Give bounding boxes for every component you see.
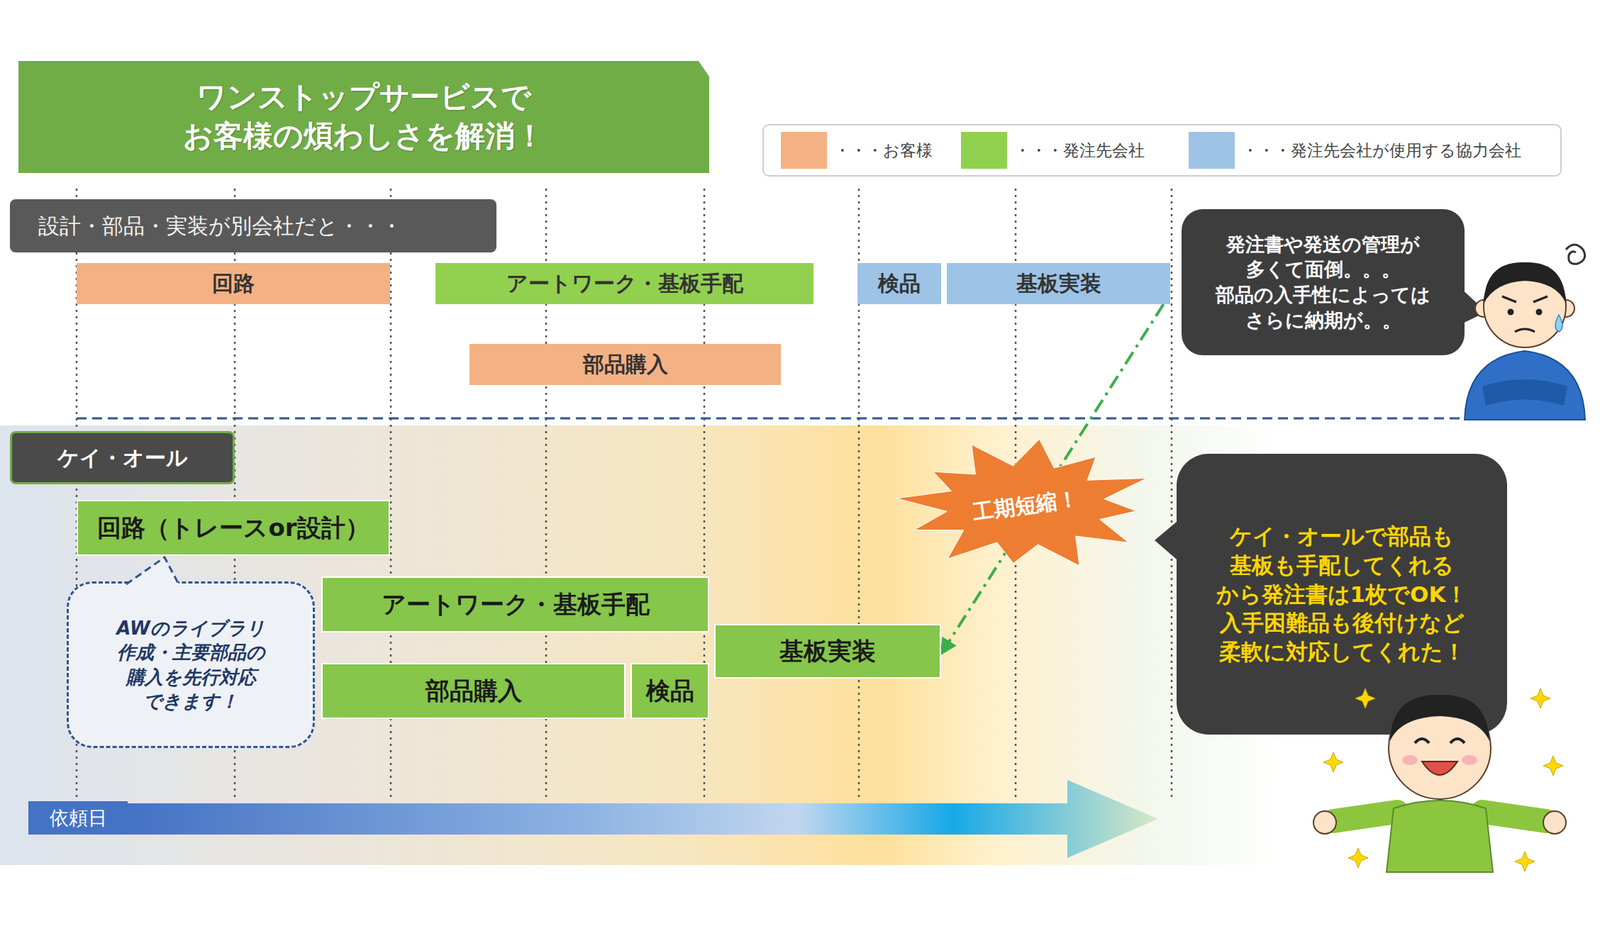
worried-person [1536, 309, 1543, 316]
node-text: アートワーク・基板手配 [381, 588, 650, 621]
speech-bubble: ケイ・オールで部品も 基板も手配してくれる から発注書は1枚でOK！ 入手困難品… [1176, 453, 1508, 735]
worried-person [1483, 265, 1566, 348]
process-bar: アートワーク・基板手配 [435, 263, 814, 305]
process-bar: 検品 [857, 263, 942, 305]
node-text: 設計・部品・実装が別会社だと・・・ [38, 212, 403, 241]
node-text: 基板実装 [779, 635, 876, 668]
timeline-arrow [127, 780, 1159, 859]
worried-person [1557, 300, 1575, 318]
sparkle-star [1348, 848, 1369, 869]
sparkle-star [1543, 756, 1564, 776]
worried-person [1482, 379, 1568, 406]
starburst-badge: 工期短縮！ [892, 439, 1159, 572]
callout-tail [126, 557, 179, 585]
legend-item: ・・・お客様 [780, 131, 933, 169]
sparkle-star [1323, 688, 1564, 872]
happy-person [1402, 755, 1418, 766]
process-bar: 部品購入 [321, 663, 626, 720]
section-header: 設計・部品・実装が別会社だと・・・ [9, 199, 497, 253]
node-text: 基板実装 [1016, 269, 1102, 298]
worried-person [1464, 351, 1586, 420]
process-bar: 検品 [630, 663, 710, 720]
node-text: 部品購入 [425, 675, 522, 708]
happy-person [1421, 761, 1458, 776]
legend-item: ・・・発注先会社 [960, 131, 1145, 169]
speech-bubble: 発注書や発送の管理が 多くて面倒。。。 部品の入手性によっては さらに納期が。。 [1181, 209, 1465, 356]
happy-person [1390, 695, 1490, 742]
worried-person [1502, 296, 1548, 303]
title-text: ワンストップサービスで お客様の煩わしさを解消！ [143, 78, 584, 156]
sparkle-star [1530, 688, 1551, 709]
legend-item: ・・・発注先会社が使用する協力会社 [1188, 131, 1522, 169]
happy-person [1461, 755, 1478, 766]
timeline-label: 依頼日 [28, 801, 128, 835]
legend-text: ・・・発注先会社が使用する協力会社 [1241, 139, 1522, 162]
process-bar: 基板実装 [714, 624, 942, 679]
sparkle-star [1514, 851, 1535, 872]
node-text: ケイ・オールで部品も 基板も手配してくれる から発注書は1枚でOK！ 入手困難品… [1197, 521, 1486, 668]
happy-person [1386, 800, 1493, 873]
sparkle-star [1323, 752, 1344, 773]
node-text: ケイ・オール [57, 443, 188, 473]
happy-person [1543, 811, 1566, 835]
legend-swatch [780, 131, 827, 169]
legend-swatch [960, 131, 1008, 169]
legend-swatch [1188, 131, 1235, 169]
node-text: AWのライブラリ 作成・主要部品の 購入を先行対応 できます！ [97, 616, 285, 714]
sparkle-star [1355, 688, 1376, 709]
title-banner [18, 60, 710, 174]
title-area: ワンストップサービスで お客様の煩わしさを解消！ [18, 60, 710, 174]
process-bar: アートワーク・基板手配 [321, 576, 710, 633]
process-bar: 基板実装 [946, 263, 1171, 305]
legend-text: ・・・発注先会社 [1014, 139, 1145, 162]
lower-background [0, 425, 1600, 866]
legend-frame [763, 124, 1561, 176]
callout-note: AWのライブラリ 作成・主要部品の 購入を先行対応 できます！ [66, 581, 315, 749]
worried-person [1555, 314, 1563, 332]
worried-person [1483, 262, 1566, 304]
happy-person [1333, 812, 1547, 822]
worried-person [1514, 329, 1535, 332]
node-text: アートワーク・基板手配 [506, 269, 744, 298]
process-bar: 回路 [76, 263, 391, 305]
happy-person [1313, 695, 1566, 873]
bubble-tail [1459, 287, 1487, 325]
node-text: 検品 [646, 675, 695, 708]
worried-person [1507, 309, 1515, 316]
node-text: 検品 [878, 269, 921, 298]
node-text: 発注書や発送の管理が 多くて面倒。。。 部品の入手性によっては さらに納期が。。 [1195, 231, 1451, 334]
node-text: 回路 [212, 269, 255, 298]
legend-text: ・・・お客様 [834, 139, 933, 162]
section-header: ケイ・オール [9, 431, 235, 485]
worried-person [1565, 244, 1586, 264]
node-text: 部品購入 [582, 350, 669, 379]
happy-person [1313, 811, 1337, 835]
node-text: 回路（トレースor設計） [97, 512, 369, 544]
process-bar: 回路（トレースor設計） [76, 500, 391, 557]
worried-person [1475, 300, 1493, 318]
divider-line [76, 417, 1480, 420]
happy-person [1388, 697, 1491, 800]
worried-person [1464, 244, 1586, 420]
starburst-shape [896, 439, 1147, 566]
callout-tail [124, 557, 181, 587]
bubble-tail [1154, 517, 1182, 564]
node-text: 依頼日 [49, 805, 108, 832]
happy-person [1414, 739, 1465, 744]
process-bar: 部品購入 [469, 343, 781, 386]
grid-line [1170, 188, 1174, 800]
